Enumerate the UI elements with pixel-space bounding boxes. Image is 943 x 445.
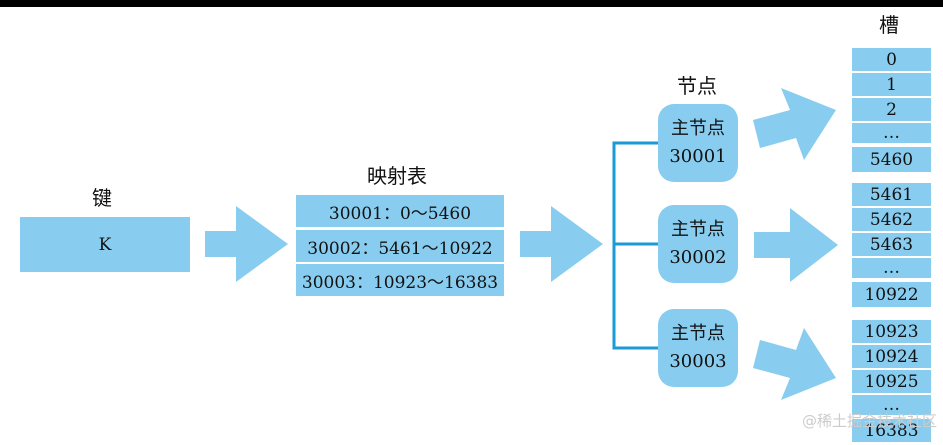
slot-value: 5460 [869, 149, 914, 170]
slot-cell: … [852, 395, 931, 415]
slot-value: 16383 [864, 420, 919, 441]
slot-cell: 10923 [852, 320, 931, 343]
slot-value: 5463 [869, 234, 914, 255]
label-node: 节点 [677, 74, 717, 98]
master-node-2: 主节点 30002 [658, 205, 738, 283]
slot-value: 10924 [864, 346, 919, 367]
arrow-node3-to-slots [753, 328, 836, 400]
mapping-row-text: 30003：10923～16383 [301, 272, 499, 293]
node-connector-lines [612, 141, 658, 350]
top-border [0, 0, 943, 7]
slot-cell: 5460 [852, 147, 931, 172]
slot-value: … [883, 123, 900, 143]
key-value: K [98, 234, 112, 255]
master-node-1: 主节点 30001 [658, 104, 738, 182]
mapping-row: 30001：0～5460 [296, 195, 504, 227]
label-key: 键 [92, 186, 112, 210]
master-node-3: 主节点 30003 [658, 309, 738, 387]
slot-value: 0 [886, 49, 897, 70]
slot-value: 10925 [864, 371, 919, 392]
node-port: 30003 [669, 351, 727, 372]
slot-cell: 5461 [852, 183, 931, 206]
node-port: 30001 [669, 146, 727, 167]
node-role: 主节点 [671, 219, 725, 240]
arrow-mapping-to-nodes [520, 206, 603, 282]
slot-value: … [883, 258, 900, 278]
arrow-key-to-mapping [205, 206, 288, 282]
slot-value: 10923 [864, 321, 919, 342]
slot-cell: 1 [852, 73, 931, 96]
slot-value: … [883, 395, 900, 415]
slot-cell: 16383 [852, 419, 931, 442]
slot-value: 1 [886, 74, 897, 95]
mapping-row-text: 30002：5461～10922 [307, 238, 493, 259]
watermark: @稀土掘金技术社区 [801, 412, 937, 430]
slot-cell: 0 [852, 48, 931, 71]
slot-value: 5461 [869, 184, 914, 205]
arrow-node1-to-slots [753, 88, 836, 160]
slot-cell: … [852, 123, 931, 143]
slot-value: 2 [886, 99, 897, 120]
arrow-node2-to-slots [754, 208, 838, 282]
node-port: 30002 [669, 247, 727, 268]
slot-cell: 10924 [852, 345, 931, 368]
key-box: K [20, 217, 190, 272]
slot-value: 5462 [869, 209, 914, 230]
slot-cell: 5462 [852, 208, 931, 231]
slot-cell: … [852, 258, 931, 278]
label-mapping-table: 映射表 [367, 164, 427, 188]
mapping-row-text: 30001：0～5460 [328, 203, 472, 224]
label-slot: 槽 [879, 13, 899, 37]
slot-cell: 10922 [852, 282, 931, 307]
slot-cell: 2 [852, 98, 931, 121]
node-role: 主节点 [671, 323, 725, 344]
node-role: 主节点 [671, 118, 725, 139]
slot-cell: 5463 [852, 233, 931, 256]
slot-value: 10922 [864, 284, 919, 305]
mapping-row: 30003：10923～16383 [296, 264, 504, 296]
mapping-row: 30002：5461～10922 [296, 230, 504, 262]
slot-cell: 10925 [852, 370, 931, 393]
